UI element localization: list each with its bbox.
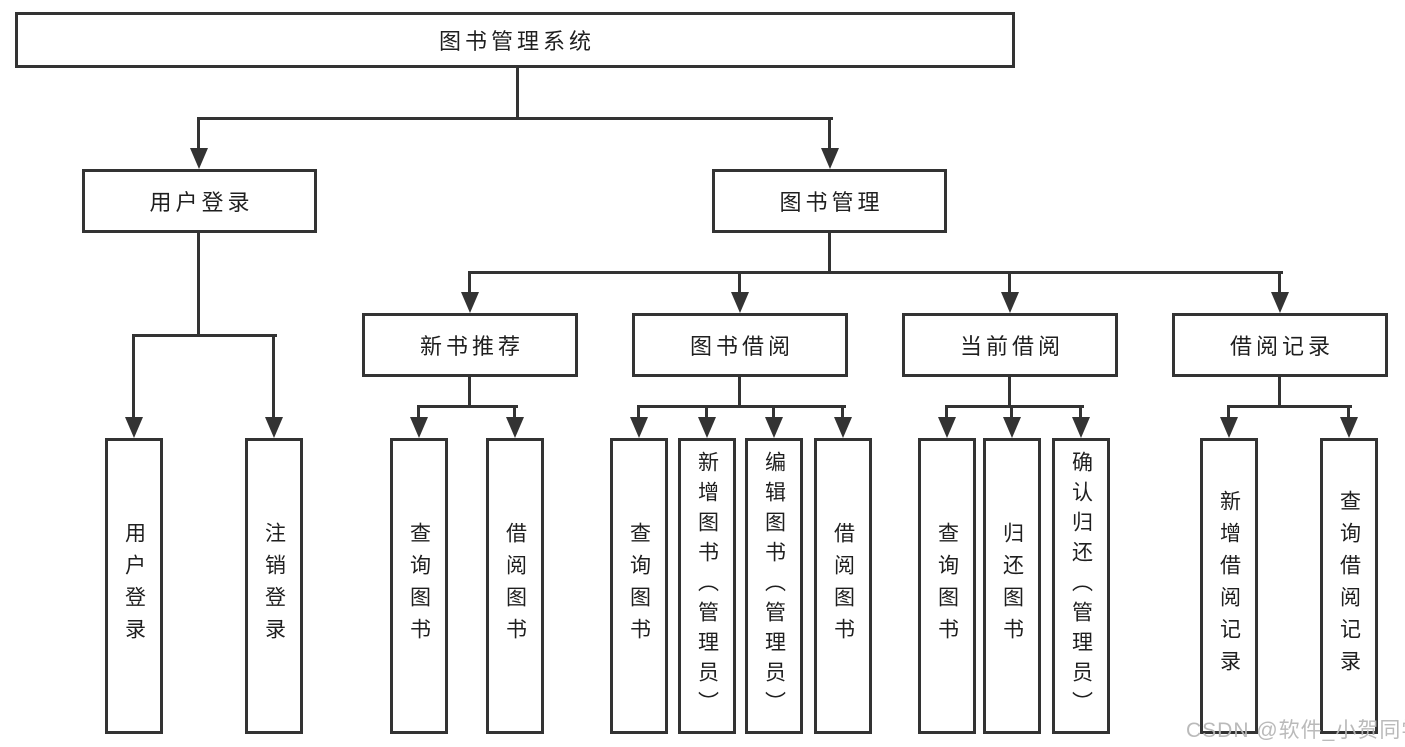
- connector-line: [1010, 405, 1013, 419]
- leaf-query-books-borrow-label: 查询图书: [627, 522, 651, 650]
- connector-line: [197, 117, 833, 120]
- leaf-query-borrow-record: 查询借阅记录: [1320, 438, 1378, 734]
- connector-line: [637, 405, 846, 408]
- connector-line: [738, 271, 741, 295]
- leaf-add-borrow-record: 新增借阅记录: [1200, 438, 1258, 734]
- leaf-query-books-current-label: 查询图书: [935, 522, 959, 650]
- connector-line: [1278, 271, 1281, 295]
- connector-line: [945, 405, 1084, 408]
- node-book-management-label: 图书管理: [779, 190, 884, 215]
- connector-line: [272, 334, 275, 420]
- node-borrow-records: 借阅记录: [1172, 313, 1388, 377]
- leaf-return-book: 归还图书: [983, 438, 1041, 734]
- connector-line: [1227, 405, 1230, 419]
- leaf-edit-book-admin: 编辑图书（管理员）: [745, 438, 803, 734]
- arrow-down-icon: [1003, 417, 1021, 438]
- leaf-query-books-recommend: 查询图书: [390, 438, 448, 734]
- leaf-confirm-return-admin: 确认归还（管理员）: [1052, 438, 1110, 734]
- connector-line: [828, 231, 831, 273]
- arrow-down-icon: [630, 417, 648, 438]
- leaf-logout-label: 注销登录: [262, 522, 286, 650]
- connector-line: [132, 334, 135, 420]
- node-book-management: 图书管理: [712, 169, 947, 233]
- node-current-borrow: 当前借阅: [902, 313, 1118, 377]
- arrow-down-icon: [506, 417, 524, 438]
- connector-line: [828, 117, 831, 150]
- node-user-login-label: 用户登录: [149, 190, 254, 215]
- csdn-watermark: CSDN @软件_小贺同学: [1186, 719, 1405, 742]
- arrow-down-icon: [1001, 292, 1019, 313]
- connector-line: [132, 334, 277, 337]
- arrow-down-icon: [190, 148, 208, 169]
- connector-line: [468, 271, 471, 295]
- arrow-down-icon: [698, 417, 716, 438]
- arrow-down-icon: [731, 292, 749, 313]
- connector-line: [1008, 271, 1011, 295]
- connector-line: [1347, 405, 1350, 419]
- arrow-down-icon: [1271, 292, 1289, 313]
- connector-line: [197, 231, 200, 336]
- leaf-add-borrow-record-label: 新增借阅记录: [1217, 490, 1241, 682]
- leaf-return-book-label: 归还图书: [1000, 522, 1024, 650]
- arrow-down-icon: [938, 417, 956, 438]
- connector-line: [772, 405, 775, 419]
- connector-line: [417, 405, 420, 419]
- leaf-query-books-recommend-label: 查询图书: [407, 522, 431, 650]
- leaf-borrow-books-recommend: 借阅图书: [486, 438, 544, 734]
- connector-line: [1079, 405, 1082, 419]
- arrow-down-icon: [410, 417, 428, 438]
- node-book-borrow: 图书借阅: [632, 313, 848, 377]
- arrow-down-icon: [1220, 417, 1238, 438]
- leaf-add-book-admin-label: 新增图书（管理员）: [695, 451, 719, 721]
- arrow-down-icon: [461, 292, 479, 313]
- node-borrow-records-label: 借阅记录: [1229, 334, 1334, 359]
- connector-line: [417, 405, 518, 408]
- connector-line: [841, 405, 844, 419]
- connector-line: [468, 271, 1283, 274]
- connector-line: [516, 66, 519, 119]
- connector-line: [637, 405, 640, 419]
- arrow-down-icon: [765, 417, 783, 438]
- connector-line: [705, 405, 708, 419]
- node-book-borrow-label: 图书借阅: [689, 334, 794, 359]
- connector-line: [197, 117, 200, 150]
- connector-line: [1278, 375, 1281, 407]
- leaf-user-login: 用户登录: [105, 438, 163, 734]
- connector-line: [945, 405, 948, 419]
- leaf-query-borrow-record-label: 查询借阅记录: [1337, 490, 1361, 682]
- connector-line: [513, 405, 516, 419]
- arrow-down-icon: [125, 417, 143, 438]
- node-new-book-recommend-label: 新书推荐: [419, 334, 524, 359]
- leaf-borrow-books-borrow-label: 借阅图书: [831, 522, 855, 650]
- connector-line: [738, 375, 741, 407]
- leaf-borrow-books-borrow: 借阅图书: [814, 438, 872, 734]
- node-new-book-recommend: 新书推荐: [362, 313, 578, 377]
- connector-line: [1227, 405, 1352, 408]
- connector-line: [468, 375, 471, 407]
- leaf-query-books-current: 查询图书: [918, 438, 976, 734]
- node-root: 图书管理系统: [15, 12, 1015, 68]
- leaf-add-book-admin: 新增图书（管理员）: [678, 438, 736, 734]
- arrow-down-icon: [265, 417, 283, 438]
- leaf-borrow-books-recommend-label: 借阅图书: [503, 522, 527, 650]
- arrow-down-icon: [1340, 417, 1358, 438]
- node-current-borrow-label: 当前借阅: [959, 334, 1064, 359]
- arrow-down-icon: [821, 148, 839, 169]
- connector-line: [1008, 375, 1011, 407]
- node-root-label: 图书管理系统: [438, 29, 595, 54]
- leaf-query-books-borrow: 查询图书: [610, 438, 668, 734]
- arrow-down-icon: [834, 417, 852, 438]
- arrow-down-icon: [1072, 417, 1090, 438]
- node-user-login: 用户登录: [82, 169, 317, 233]
- leaf-logout: 注销登录: [245, 438, 303, 734]
- leaf-edit-book-admin-label: 编辑图书（管理员）: [762, 451, 786, 721]
- leaf-user-login-label: 用户登录: [122, 522, 146, 650]
- leaf-confirm-return-admin-label: 确认归还（管理员）: [1069, 451, 1093, 721]
